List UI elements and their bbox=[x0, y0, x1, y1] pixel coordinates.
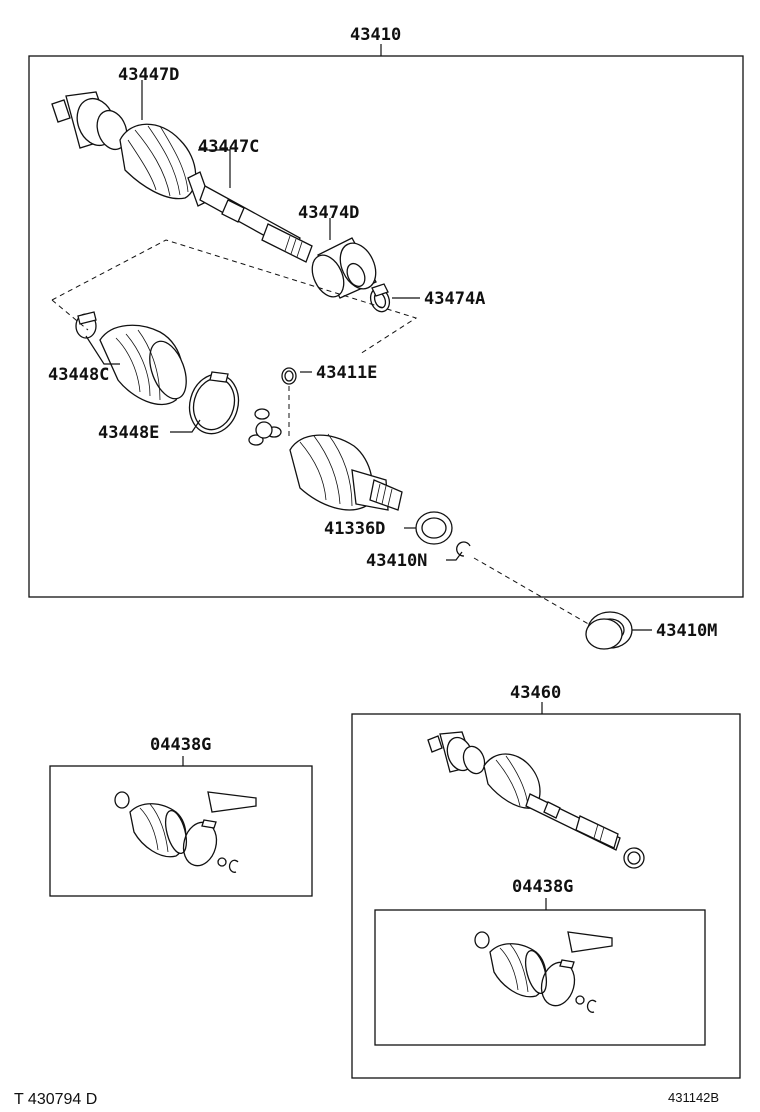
label-43447C: 43447C bbox=[198, 137, 259, 157]
ring-43410N bbox=[456, 541, 471, 557]
assembly-box-43460 bbox=[351, 713, 741, 1079]
label-43410: 43410 bbox=[350, 25, 401, 45]
label-43448C: 43448C bbox=[48, 365, 109, 385]
label-43460: 43460 bbox=[510, 683, 561, 703]
clamp-43448C bbox=[75, 311, 97, 339]
label-43447D: 43447D bbox=[118, 65, 179, 85]
kit-box-04438G-right bbox=[374, 909, 706, 1046]
drive-shaft-outboard bbox=[51, 91, 313, 263]
label-43410M: 43410M bbox=[656, 621, 717, 641]
inboard-joint-housing bbox=[289, 433, 403, 511]
damper-43474D bbox=[311, 237, 377, 299]
bearing-43410M bbox=[585, 611, 633, 650]
footer-left-code: T 430794 D bbox=[14, 1091, 97, 1108]
label-43474D: 43474D bbox=[298, 203, 359, 223]
boot-inboard bbox=[99, 324, 187, 406]
label-43411E: 43411E bbox=[316, 363, 377, 383]
kit-box-04438G-left bbox=[49, 765, 313, 897]
seal-41336D bbox=[415, 511, 453, 545]
clamp-43474A bbox=[369, 283, 391, 313]
snap-ring-43411E bbox=[281, 367, 297, 385]
footer-right-code: 431142B bbox=[668, 1090, 719, 1105]
label-43448E: 43448E bbox=[98, 423, 159, 443]
label-04438G-left: 04438G bbox=[150, 735, 211, 755]
assembly-box-43410 bbox=[28, 55, 744, 598]
tripod-joint bbox=[248, 408, 282, 446]
band-43448E bbox=[188, 371, 240, 435]
label-41336D: 41336D bbox=[324, 519, 385, 539]
boot-kit-right bbox=[474, 931, 613, 1013]
label-04438G-right: 04438G bbox=[512, 877, 573, 897]
label-43410N: 43410N bbox=[366, 551, 427, 571]
label-43474A: 43474A bbox=[424, 289, 485, 309]
boot-kit-left bbox=[114, 791, 257, 873]
drive-shaft-43460 bbox=[427, 731, 645, 869]
